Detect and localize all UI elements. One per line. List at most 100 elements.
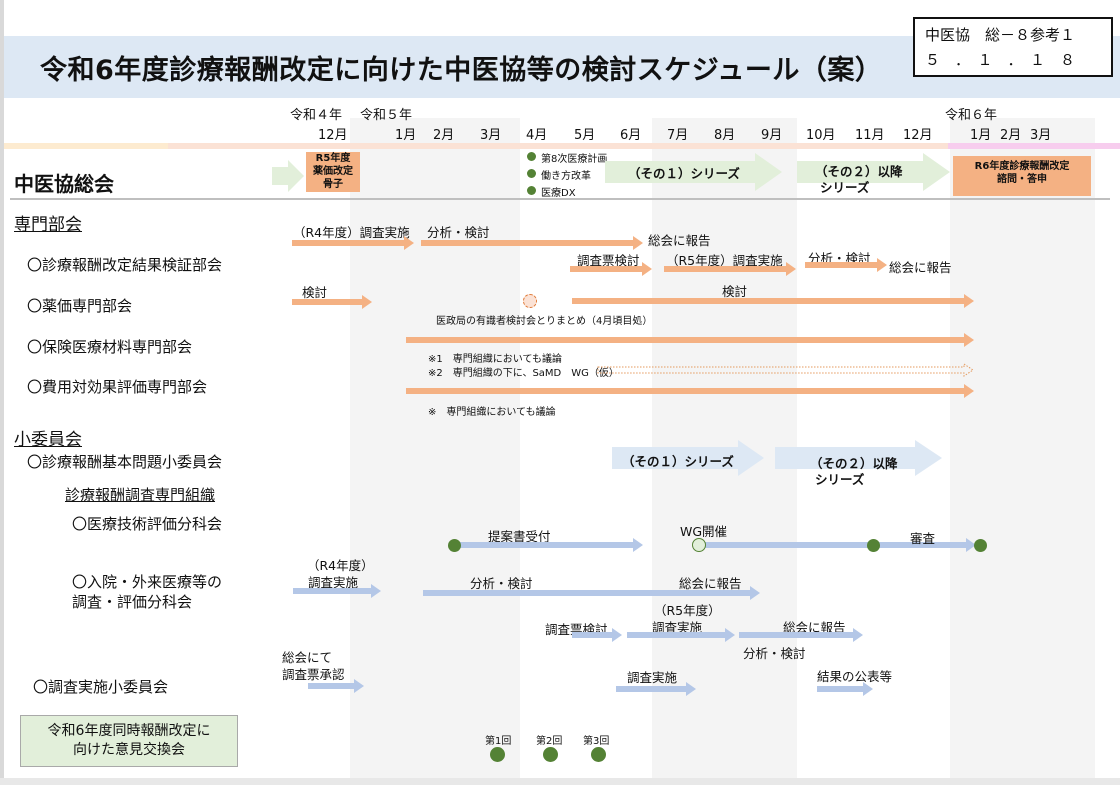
meeting-label: 第1回 bbox=[485, 736, 512, 747]
page-title: 令和6年度診療報酬改定に向けた中医協等の検討スケジュール（案） bbox=[40, 55, 883, 86]
committee-cost-effect: 〇費用対効果評価専門部会 bbox=[27, 378, 208, 396]
blue-arrow bbox=[308, 679, 364, 693]
label: （その１）シリーズ bbox=[622, 454, 734, 469]
note: ※ 専門組織においても議論 bbox=[428, 407, 556, 418]
specialized-heading: 専門部会 bbox=[14, 215, 82, 235]
label: （R5年度） bbox=[654, 603, 721, 618]
committee-survey: 〇調査実施小委員会 bbox=[33, 678, 169, 696]
label: 調査実施 bbox=[308, 575, 359, 590]
bottom-border bbox=[0, 778, 1120, 785]
label: 総会に報告 bbox=[783, 620, 846, 635]
opinion-exchange-box: 令和6年度同時報酬改定に 向けた意見交換会 bbox=[20, 715, 238, 767]
topic-item: 医療DX bbox=[541, 188, 576, 199]
orange-arrow bbox=[572, 294, 974, 308]
series2-arrow bbox=[797, 153, 950, 191]
series2-label: （その２）以降 bbox=[815, 164, 903, 179]
blue-arrow bbox=[572, 628, 622, 642]
month-label: 7月 bbox=[667, 128, 689, 143]
document-id: 中医協 総－８参考１ bbox=[925, 26, 1076, 44]
expert-org-heading: 診療報酬調査専門組織 bbox=[65, 486, 216, 504]
label: 調査実施 bbox=[627, 670, 678, 685]
blue-arrow bbox=[423, 586, 760, 600]
month-label: 1月 bbox=[395, 128, 417, 143]
general-assembly-heading: 中医協総会 bbox=[14, 172, 114, 196]
committee-materials: 〇保険医療材料専門部会 bbox=[27, 338, 193, 356]
label: 総会にて bbox=[282, 650, 333, 665]
month-label: 8月 bbox=[714, 128, 736, 143]
blue-arrow bbox=[739, 628, 863, 642]
label: （R4年度）調査実施 bbox=[293, 225, 410, 240]
topic-bullet-icon bbox=[527, 169, 536, 178]
label: 検討 bbox=[722, 284, 748, 299]
milestone-dot-icon bbox=[867, 539, 880, 552]
month-label: 10月 bbox=[806, 128, 836, 143]
band-label-column bbox=[4, 143, 168, 149]
note: 医政局の有識者検討会とりまとめ（4月頃目処） bbox=[436, 316, 653, 327]
meeting-label: 第3回 bbox=[583, 736, 610, 747]
exchange-title: 令和6年度同時報酬改定に bbox=[47, 723, 211, 739]
blue-series2-arrow bbox=[775, 440, 942, 476]
milestone-dot-icon bbox=[448, 539, 461, 552]
topic-bullet-icon bbox=[527, 152, 536, 161]
subcommittee-heading: 小委員会 bbox=[14, 430, 82, 450]
committee-tech-eval: 〇医療技術評価分科会 bbox=[72, 515, 223, 533]
label: 総会に報告 bbox=[889, 260, 952, 275]
blue-arrow bbox=[616, 682, 696, 696]
blue-series1-arrow bbox=[612, 440, 764, 476]
label: 総会に報告 bbox=[679, 576, 742, 591]
blue-arrow bbox=[817, 682, 873, 696]
exchange-title-2: 向けた意見交換会 bbox=[73, 742, 185, 758]
month-label: 3月 bbox=[1030, 128, 1052, 143]
meeting-label: 第2回 bbox=[536, 736, 563, 747]
orange-arrow bbox=[292, 236, 414, 250]
label: （R4年度） bbox=[307, 558, 374, 573]
r5-drug-price-box: R5年度 薬価改定 骨子 bbox=[306, 152, 360, 192]
note: ※1 専門組織においても議論 bbox=[428, 354, 562, 365]
label: （その２）以降 bbox=[810, 456, 898, 471]
meeting-dot-icon bbox=[543, 747, 558, 762]
blue-arrow bbox=[293, 584, 381, 598]
label: 提案書受付 bbox=[488, 529, 551, 544]
series1-arrow bbox=[605, 153, 782, 191]
label: 調査票承認 bbox=[282, 667, 345, 682]
milestone-open-circle-icon bbox=[692, 538, 706, 552]
series1-label: （その１）シリーズ bbox=[628, 166, 740, 181]
column-shade-jan-mar-2023 bbox=[350, 118, 520, 778]
month-label: 12月 bbox=[318, 128, 348, 143]
label: 審査 bbox=[910, 531, 936, 546]
month-label: 3月 bbox=[480, 128, 502, 143]
orange-arrow bbox=[421, 236, 643, 250]
month-label: 6月 bbox=[620, 128, 642, 143]
dotted-arrow bbox=[597, 363, 974, 377]
month-label: 12月 bbox=[903, 128, 933, 143]
month-label: 4月 bbox=[526, 128, 548, 143]
label: 調査票検討 bbox=[577, 253, 640, 268]
blue-arrow bbox=[455, 538, 643, 552]
meeting-dot-icon bbox=[490, 747, 505, 762]
topic-item: 第8次医療計画 bbox=[541, 154, 608, 165]
topic-item: 働き方改革 bbox=[541, 171, 591, 182]
label: WG開催 bbox=[680, 524, 728, 539]
column-shade-jan-mar-2024 bbox=[950, 118, 1095, 778]
blue-arrow bbox=[627, 628, 735, 642]
band-r5 bbox=[168, 143, 948, 149]
document-date: ５ ． １ ． １ ８ bbox=[925, 51, 1076, 69]
committee-inpatient-2: 調査・評価分科会 bbox=[72, 593, 193, 611]
orange-arrow bbox=[406, 333, 974, 347]
year-label-r4: 令和４年 bbox=[290, 108, 343, 123]
milestone-dashed-circle-icon bbox=[523, 294, 537, 308]
label: （R5年度）調査実施 bbox=[666, 253, 783, 268]
month-label: 9月 bbox=[761, 128, 783, 143]
left-border bbox=[0, 0, 4, 785]
committee-inpatient: 〇入院・外来医療等の bbox=[72, 573, 223, 591]
label: 調査実施 bbox=[652, 620, 703, 635]
green-arrow bbox=[272, 160, 304, 192]
divider bbox=[10, 198, 1110, 200]
band-r6 bbox=[948, 143, 1120, 149]
document-id-box: 中医協 総－８参考１ ５ ． １ ． １ ８ bbox=[913, 17, 1113, 77]
label: 分析・検討 bbox=[427, 225, 490, 240]
label: 検討 bbox=[302, 285, 328, 300]
month-label: 2月 bbox=[433, 128, 455, 143]
label: シリーズ bbox=[815, 472, 865, 487]
note: ※2 専門組織の下に、SaMD WG（仮） bbox=[428, 368, 619, 379]
